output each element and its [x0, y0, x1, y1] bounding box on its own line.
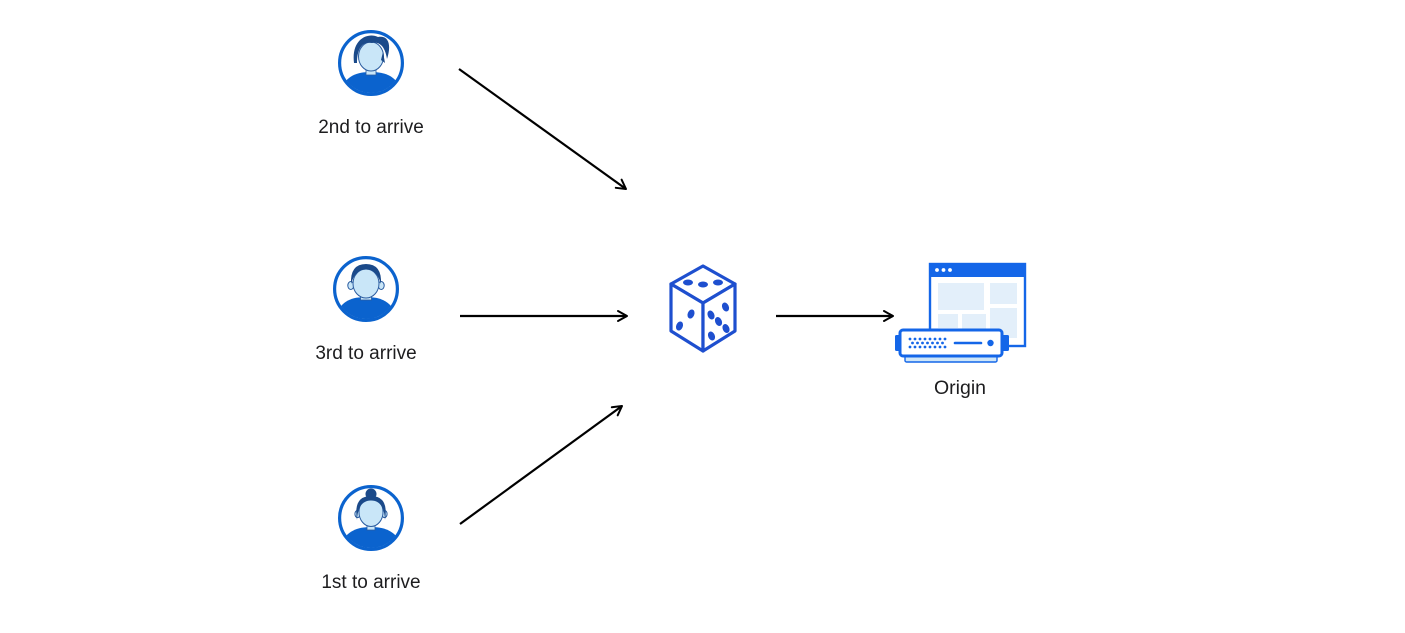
origin-label: Origin — [933, 377, 987, 399]
server-dots — [908, 337, 947, 349]
origin-server-icon — [895, 262, 1027, 363]
server-icon — [895, 328, 1009, 363]
dice-node — [667, 262, 739, 356]
origin-node: Origin — [893, 262, 1027, 399]
arrow-client1-to-dice — [459, 405, 623, 525]
client-node-1st: 1st to arrive — [301, 485, 441, 594]
man-flat-top-avatar-icon — [333, 256, 399, 322]
dice-pips — [675, 279, 730, 341]
arrow-client2-to-dice — [458, 68, 627, 190]
woman-bun-avatar-icon — [338, 485, 404, 551]
client-label: 3rd to arrive — [315, 343, 417, 364]
client-node-3rd: 3rd to arrive — [296, 256, 436, 365]
client-node-2nd: 2nd to arrive — [301, 30, 441, 139]
man-swoosh-hair-avatar-icon — [338, 30, 404, 96]
dice-icon — [669, 264, 737, 353]
client-label: 1st to arrive — [321, 572, 421, 593]
client-label: 2nd to arrive — [318, 117, 424, 138]
